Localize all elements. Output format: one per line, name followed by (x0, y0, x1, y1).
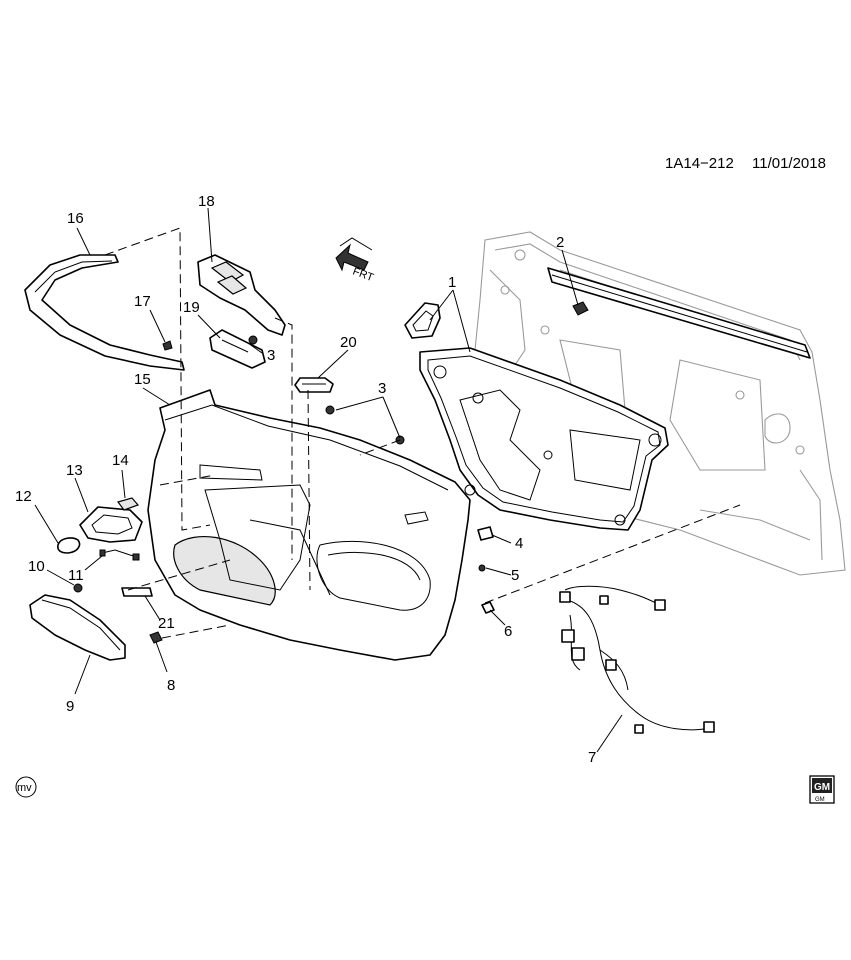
part-7-wiring-harness (559, 585, 715, 734)
callout-20: 20 (340, 334, 357, 351)
part-4-fastener (477, 526, 494, 541)
part-3-screw-upper (248, 335, 258, 345)
part-14-switch-plate (116, 497, 140, 511)
callout-17: 17 (134, 293, 151, 310)
part-10-clip (73, 583, 83, 593)
callout-11: 11 (68, 567, 84, 584)
part-12-cap (57, 537, 81, 554)
callout-1: 1 (448, 274, 456, 291)
callout-14: 14 (112, 452, 129, 469)
front-direction-arrow: FRT (335, 237, 375, 285)
part-1-corner-cap (404, 302, 441, 339)
leader-lines (34, 207, 623, 753)
part-5-fastener (478, 564, 486, 572)
part-17-fastener (162, 340, 173, 351)
callout-15: 15 (134, 371, 151, 388)
part-20-handle-cover (294, 377, 334, 393)
callout-10: 10 (28, 558, 45, 575)
callouts: 1 2 3 3 4 5 6 7 8 9 10 11 12 13 14 15 16… (15, 193, 596, 766)
gm-logo-subtext: GM (815, 797, 825, 803)
reference-code: 1A14−212 (665, 155, 734, 172)
belt-strip (547, 267, 811, 359)
mv-mark-text: mv (17, 782, 32, 794)
callout-8: 8 (167, 677, 175, 694)
gm-logo: GM GM (809, 775, 835, 804)
mv-mark: mv (15, 776, 37, 798)
part-16-upper-molding (24, 254, 185, 371)
part-11-wire-lead (99, 549, 140, 561)
alignment-lines (104, 227, 741, 639)
callout-12: 12 (15, 488, 32, 505)
part-6-fastener (481, 601, 495, 614)
callout-5: 5 (511, 567, 519, 584)
part-2-clip (572, 301, 589, 316)
callout-6: 6 (504, 623, 512, 640)
part-21-badge (121, 587, 153, 597)
callout-7: 7 (588, 749, 596, 766)
callout-16: 16 (67, 210, 84, 227)
part-15-door-trim-panel (147, 389, 471, 661)
reference-date: 11/01/2018 (752, 155, 826, 172)
callout-19: 19 (183, 299, 200, 316)
part-18-switch-bezel (197, 254, 286, 336)
part-19-switch (209, 329, 266, 369)
callout-3-upper: 3 (267, 347, 275, 364)
part-8-clip (149, 631, 163, 644)
part-13-grab-handle (79, 506, 143, 543)
callout-2: 2 (556, 234, 564, 251)
callout-9: 9 (66, 698, 74, 715)
part-1-water-deflector (419, 347, 669, 531)
callout-3-right: 3 (378, 380, 386, 397)
callout-18: 18 (198, 193, 215, 210)
part-9-armrest-pad (29, 594, 126, 661)
callout-13: 13 (66, 462, 83, 479)
callout-21: 21 (158, 615, 175, 632)
gm-logo-text: GM (814, 782, 830, 793)
frt-label: FRT (351, 266, 375, 285)
callout-4: 4 (515, 535, 523, 552)
